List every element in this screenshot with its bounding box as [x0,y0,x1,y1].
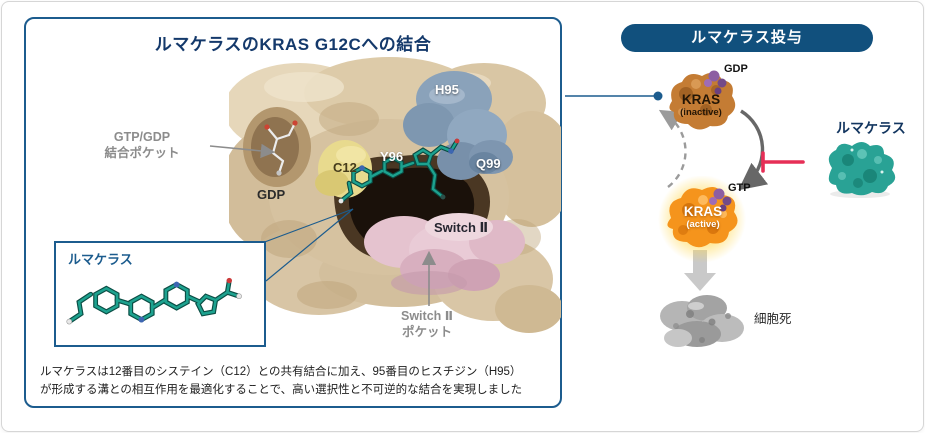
gdp-ligand-icon [704,70,727,95]
label-switch2-pocket: Switch Ⅱ ポケット [401,309,453,339]
h95-region [403,71,513,180]
label-switch2: Switch Ⅱ [434,220,489,235]
cell-death-image [660,295,744,347]
protein-surface-graphic [221,57,574,333]
kras-active-state: (active) [686,219,720,230]
caption-text: ルマケラスは12番目のシステイン（C12）との共有結合に加え、95番目のヒスチジ… [40,366,523,396]
administration-header: ルマケラス投与 [621,24,873,52]
cell-death-label: 細胞死 [754,312,792,326]
lumakras-inset: ルマケラス [54,241,266,347]
gtp-label: GTP [728,182,751,194]
gdp-atom [276,170,282,176]
gtp-ligand-icon [709,188,732,212]
lumakras-molecule-image [66,277,242,325]
drug-molecule-blob [828,142,896,198]
protein-structure-image: H95 Y96 Q99 C12 GDP Switch Ⅱ Switch Ⅱ ポケ… [221,57,574,347]
label-q99: Q99 [476,156,501,171]
kras-inactive-name: KRAS [681,92,721,107]
gdp-atom [292,120,298,126]
kras-active-blob [658,176,746,263]
label-gtp-gdp-pocket: GTP/GDP 結合ポケット [104,130,180,160]
inset-title: ルマケラス [68,252,133,267]
gdp-atom [264,124,270,130]
drug-label: ルマケラス [836,120,906,136]
kras-inactive-state: (inactive) [680,107,722,118]
label-c12: C12 [333,160,357,175]
gdp-pocket-region [243,107,311,187]
binding-panel: ルマケラスのKRAS G12Cへの結合 [24,17,574,408]
label-gdp: GDP [257,187,286,202]
kras-active-name: KRAS [683,204,723,219]
label-h95: H95 [435,82,459,97]
panel-title: ルマケラスのKRAS G12Cへの結合 [154,35,432,54]
gdp-label: GDP [724,63,748,75]
drug-molecule-sticks [338,138,460,204]
label-y96: Y96 [380,149,404,164]
